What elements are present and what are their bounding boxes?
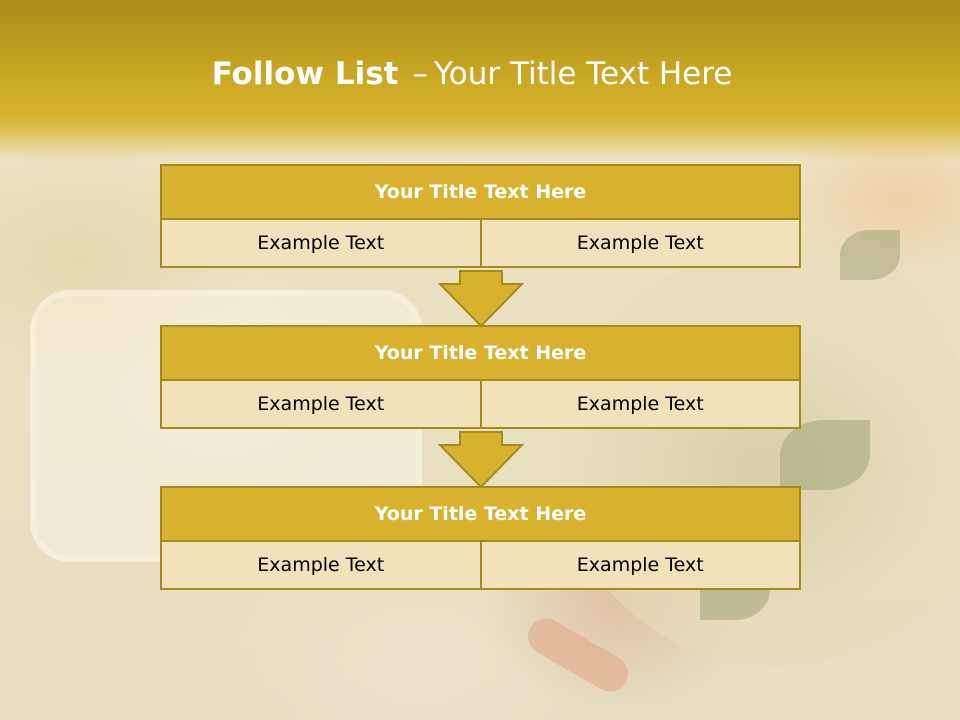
slide-title-dash: – [412,56,428,92]
list-block-2: Your Title Text Here Example Text Exampl… [160,325,801,429]
block-cell-left: Example Text [160,540,482,590]
list-block-3: Your Title Text Here Example Text Exampl… [160,486,801,590]
block-cell-left: Example Text [160,379,482,429]
block-cell-right: Example Text [479,218,801,268]
block-cell-right: Example Text [479,379,801,429]
title-banner [0,0,960,160]
block-row: Example Text Example Text [160,379,801,429]
slide-title-rest: Your Title Text Here [433,56,733,92]
block-row: Example Text Example Text [160,540,801,590]
block-cell-left: Example Text [160,218,482,268]
down-arrow-icon [438,431,524,489]
block-row: Example Text Example Text [160,218,801,268]
down-arrow-icon [438,270,524,328]
slide-title: Follow List–Your Title Text Here [0,56,944,92]
list-block-1: Your Title Text Here Example Text Exampl… [160,164,801,268]
block-title: Your Title Text Here [160,164,801,220]
slide-title-bold: Follow List [211,56,399,92]
block-title: Your Title Text Here [160,486,801,542]
block-cell-right: Example Text [479,540,801,590]
lettuce-shape [780,420,870,490]
block-title: Your Title Text Here [160,325,801,381]
lettuce-shape [840,230,900,280]
